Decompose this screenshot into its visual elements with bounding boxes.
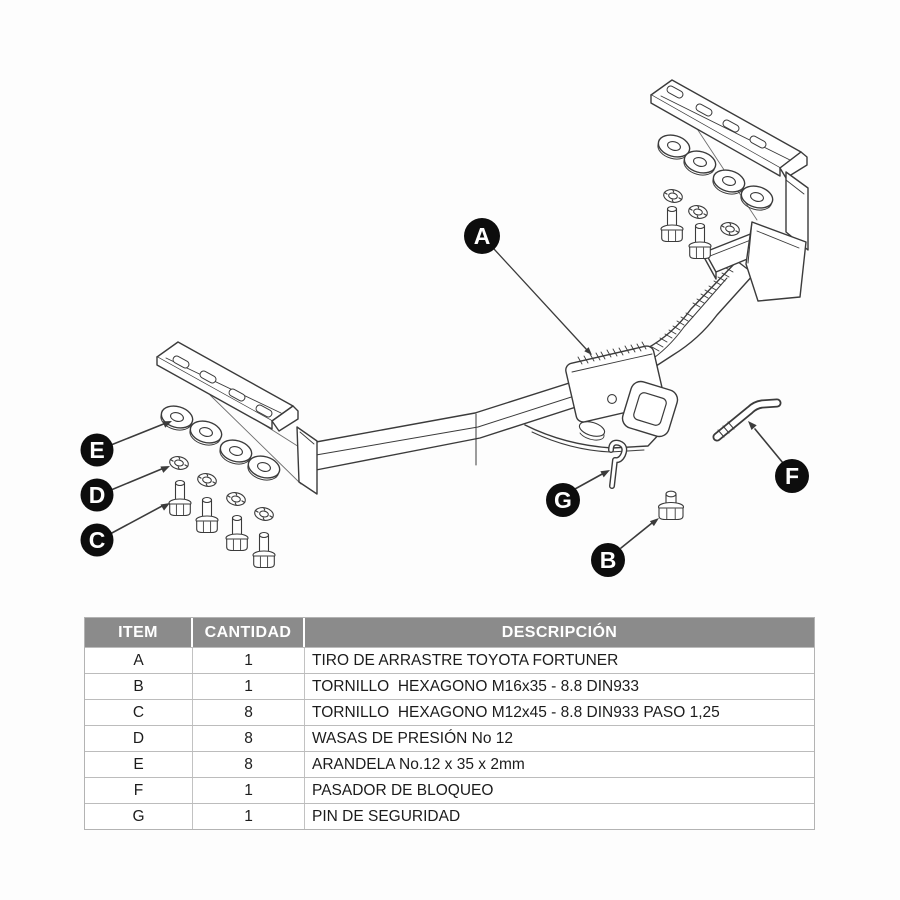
right-mounting-bracket: [650, 79, 809, 302]
safety-pin-part-G: [608, 439, 628, 489]
hex-bolt: [688, 222, 712, 260]
lock-pin-part-F: [712, 398, 782, 442]
table-row: C 8 TORNILLO HEXAGONO M12x45 - 8.8 DIN93…: [85, 699, 814, 725]
table-header-cantidad: CANTIDAD: [193, 618, 305, 647]
callout-D: D: [80, 478, 114, 512]
cantidad-cell: 1: [193, 804, 305, 829]
table-row: G 1 PIN DE SEGURIDAD: [85, 803, 814, 829]
hex-bolt: [168, 479, 192, 517]
descripcion-cell: PASADOR DE BLOQUEO: [312, 781, 494, 799]
item-cell: F: [85, 778, 193, 803]
hex-bolt: [225, 514, 249, 552]
lock-washer: [686, 203, 710, 221]
callout-G: G: [546, 483, 580, 517]
callout-E: E: [80, 433, 114, 467]
hex-bolt-part-B: [657, 490, 685, 521]
hex-bolt: [660, 205, 684, 243]
table-row: F 1 PASADOR DE BLOQUEO: [85, 777, 814, 803]
callout-B: B: [591, 543, 625, 577]
callout-A: A: [464, 218, 500, 254]
cantidad-cell: 8: [193, 726, 305, 751]
table-header-descripcion: DESCRIPCIÓN: [305, 618, 814, 647]
descripcion-cell: WASAS DE PRESIÓN No 12: [312, 729, 513, 747]
lock-washer: [252, 505, 276, 523]
hex-bolt: [195, 496, 219, 534]
table-row: A 1 TIRO DE ARRASTRE TOYOTA FORTUNER: [85, 647, 814, 673]
parts-table: ITEM CANTIDAD DESCRIPCIÓN A 1 TIRO DE AR…: [84, 617, 815, 830]
descripcion-cell: PIN DE SEGURIDAD: [312, 807, 461, 825]
table-row: E 8 ARANDELA No.12 x 35 x 2mm: [85, 751, 814, 777]
leader-lines: [109, 248, 784, 549]
item-cell: E: [85, 752, 193, 777]
cantidad-cell: 1: [193, 674, 305, 699]
left-bolts: [168, 479, 276, 569]
descripcion-cell: TORNILLO HEXAGONO M16x35 - 8.8 DIN933: [312, 677, 640, 695]
table-body: A 1 TIRO DE ARRASTRE TOYOTA FORTUNER B 1…: [85, 647, 814, 829]
exploded-diagram: A B C D E F G: [80, 79, 809, 577]
receiver-sleeve: [565, 341, 679, 438]
lock-washer: [195, 471, 219, 489]
table-header-row: ITEM CANTIDAD DESCRIPCIÓN: [85, 618, 814, 647]
chain-slot-plate: [524, 421, 664, 453]
descripcion-cell: ARANDELA No.12 x 35 x 2mm: [312, 755, 525, 773]
item-cell: C: [85, 700, 193, 725]
svg-text:F: F: [785, 463, 799, 489]
table-row: B 1 TORNILLO HEXAGONO M16x35 - 8.8 DIN93…: [85, 673, 814, 699]
descripcion-cell: TORNILLO HEXAGONO M12x45 - 8.8 DIN933 PA…: [312, 703, 720, 721]
svg-text:G: G: [554, 487, 572, 513]
table-header-item: ITEM: [85, 618, 193, 647]
lock-washer: [224, 490, 248, 508]
descripcion-cell: TIRO DE ARRASTRE TOYOTA FORTUNER: [312, 651, 619, 669]
callout-F: F: [775, 459, 809, 493]
lock-washer: [661, 187, 685, 205]
svg-text:A: A: [474, 223, 491, 249]
hex-bolt: [252, 531, 276, 569]
cantidad-cell: 8: [193, 700, 305, 725]
callouts: A B C D E F G: [80, 218, 809, 577]
left-mounting-bracket: [156, 341, 318, 495]
callout-C: C: [80, 523, 114, 557]
svg-text:B: B: [600, 547, 617, 573]
lock-washer: [167, 454, 191, 472]
svg-text:E: E: [89, 437, 104, 463]
lock-washer: [718, 220, 742, 238]
cantidad-cell: 8: [193, 752, 305, 777]
cantidad-cell: 1: [193, 648, 305, 673]
item-cell: G: [85, 804, 193, 829]
svg-text:D: D: [89, 482, 106, 508]
item-cell: B: [85, 674, 193, 699]
item-cell: A: [85, 648, 193, 673]
item-cell: D: [85, 726, 193, 751]
cantidad-cell: 1: [193, 778, 305, 803]
svg-text:C: C: [89, 527, 106, 553]
table-row: D 8 WASAS DE PRESIÓN No 12: [85, 725, 814, 751]
